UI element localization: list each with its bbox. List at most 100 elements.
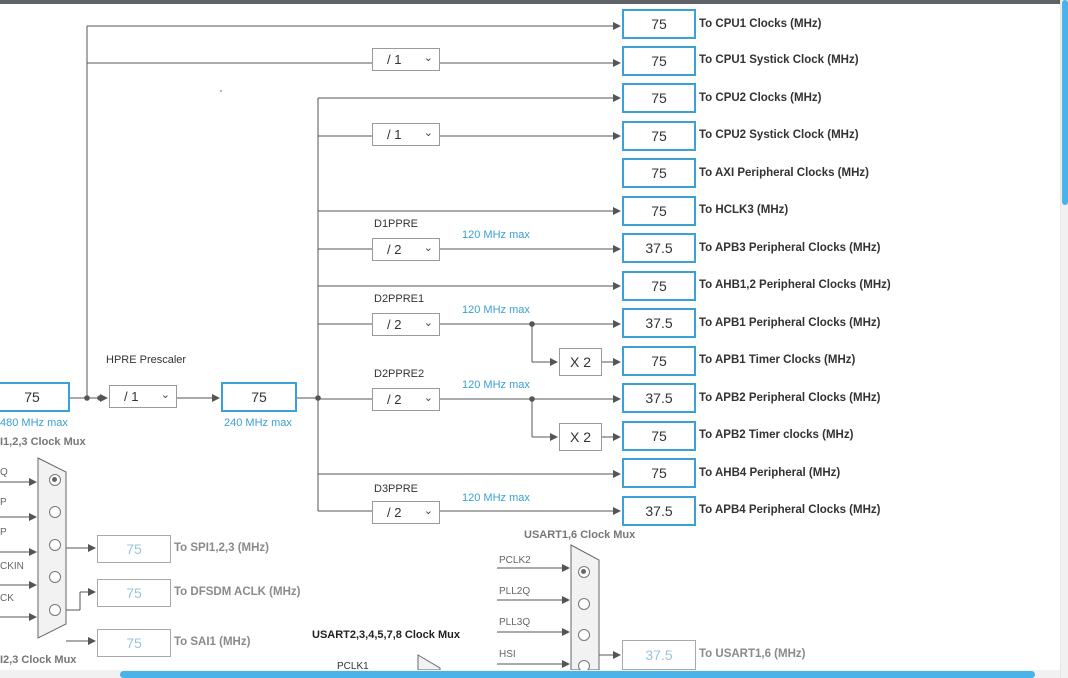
junction-dot [529,396,535,402]
spi-mux-input-2: P [0,527,7,538]
usart16-mux-radio-1[interactable] [578,598,590,610]
usart2-clock-mux-shape [417,654,441,670]
hpre-divider[interactable]: / 1 ⌄ [109,385,177,408]
sai-mux-title: I2,3 Clock Mux [0,654,77,666]
usart16-mux-title: USART1,6 Clock Mux [524,529,636,541]
ahb12-peripheral-value[interactable]: 75 [622,271,696,301]
cpu2-systick-label: To CPU2 Systick Clock (MHz) [699,129,859,141]
hclk-value[interactable]: 75 [221,382,297,412]
spi-mux-radio-0[interactable] [49,474,61,486]
spi123-clock-value[interactable]: 75 [97,535,171,563]
apb1-max-label: 120 MHz max [462,304,530,316]
sai1-clock-label: To SAI1 (MHz) [174,636,251,648]
d3ppre-divider[interactable]: / 2 ⌄ [372,501,440,524]
vertical-scrollbar-thumb[interactable] [1062,0,1068,205]
dfsdm-aclk-label: To DFSDM ACLK (MHz) [174,586,301,598]
spi-mux-radio-2[interactable] [49,539,61,551]
axi-peripheral-value[interactable]: 75 [622,158,696,188]
chevron-down-icon: ⌄ [423,505,433,517]
spi-mux-radio-4[interactable] [49,604,61,616]
d2ppre2-label: D2PPRE2 [374,368,425,380]
apb3-peripheral-value[interactable]: 37.5 [622,233,696,263]
spi-mux-input-1: P [0,497,7,508]
spi-mux-title: I1,2,3 Clock Mux [0,436,86,448]
divider-value: / 1 [387,127,402,142]
apb1-timer-label: To APB1 Timer Clocks (MHz) [699,354,856,366]
apb2-peripheral-label: To APB2 Peripheral Clocks (MHz) [699,392,881,404]
usart16-mux-input-2: PLL3Q [499,617,531,628]
chevron-down-icon: ⌄ [160,389,170,401]
horizontal-scrollbar-thumb[interactable] [120,671,1035,678]
usart16-mux-input-3: HSI [499,649,516,660]
cpu2-clock-label: To CPU2 Clocks (MHz) [699,92,822,104]
apb4-max-label: 120 MHz max [462,492,530,504]
junction-dot [529,321,535,327]
hclk3-value[interactable]: 75 [622,196,696,226]
usart2-mux-input-0: PCLK1 [337,661,369,672]
spi-mux-input-0: Q [0,467,8,478]
ahb4-peripheral-value[interactable]: 75 [622,458,696,488]
usart16-clock-value[interactable]: 37.5 [622,640,696,670]
usart16-mux-radio-2[interactable] [578,629,590,641]
junction-dot [97,395,103,401]
stray-dot [220,90,222,92]
cpu1-systick-label: To CPU1 Systick Clock (MHz) [699,54,859,66]
usart2-mux-title: USART2,3,4,5,7,8 Clock Mux [312,629,460,641]
divider-value: / 2 [387,317,402,332]
cpu1-systick-value[interactable]: 75 [622,46,696,76]
hpre-label: HPRE Prescaler [106,354,187,366]
d2ppre2-divider[interactable]: / 2 ⌄ [372,388,440,411]
apb3-peripheral-label: To APB3 Peripheral Clocks (MHz) [699,242,881,254]
spi-mux-input-4: CK [0,593,14,604]
apb2-peripheral-value[interactable]: 37.5 [622,383,696,413]
apb1-timer-multiplier: X 2 [559,348,602,376]
junction-dot [84,395,90,401]
sai1-clock-value[interactable]: 75 [97,629,171,657]
apb1-timer-value[interactable]: 75 [622,346,696,376]
top-border [0,0,1060,4]
spi-mux-input-3: CKIN [0,561,24,572]
cpu2-systick-value[interactable]: 75 [622,121,696,151]
apb2-timer-label: To APB2 Timer clocks (MHz) [699,429,854,441]
usart16-clock-label: To USART1,6 (MHz) [699,648,806,660]
hclk-max-label: 240 MHz max [224,417,292,429]
cpu1-clock-label: To CPU1 Clocks (MHz) [699,18,822,30]
usart16-mux-input-1: PLL2Q [499,586,531,597]
d2ppre1-label: D2PPRE1 [374,293,425,305]
cpu2-clock-value[interactable]: 75 [622,83,696,113]
ahb4-peripheral-label: To AHB4 Peripheral (MHz) [699,467,841,479]
chevron-down-icon: ⌄ [423,392,433,404]
spi123-clock-label: To SPI1,2,3 (MHz) [174,542,269,554]
apb2-max-label: 120 MHz max [462,379,530,391]
apb1-peripheral-value[interactable]: 37.5 [622,308,696,338]
apb2-timer-multiplier: X 2 [559,423,602,451]
d1ppre-divider[interactable]: / 2 ⌄ [372,238,440,261]
divider-value: / 1 [124,389,139,404]
divider-value: / 2 [387,505,402,520]
divider-value: / 1 [387,52,402,67]
spi-mux-radio-1[interactable] [49,506,61,518]
apb4-peripheral-label: To APB4 Peripheral Clocks (MHz) [699,504,881,516]
chevron-down-icon: ⌄ [423,127,433,139]
divider-value: / 2 [387,392,402,407]
d1ppre-label: D1PPRE [374,218,419,230]
apb2-timer-value[interactable]: 75 [622,421,696,451]
cpu1-systick-divider[interactable]: / 1 ⌄ [372,48,440,71]
apb3-max-label: 120 MHz max [462,229,530,241]
apb4-peripheral-value[interactable]: 37.5 [622,496,696,526]
spi-mux-radio-3[interactable] [49,571,61,583]
sysclk-value[interactable]: 75 [0,382,70,412]
vertical-scrollbar-track[interactable] [1060,0,1068,678]
sysclk-max-label: 480 MHz max [0,417,68,429]
d2ppre1-divider[interactable]: / 2 ⌄ [372,313,440,336]
chevron-down-icon: ⌄ [423,317,433,329]
chevron-down-icon: ⌄ [423,52,433,64]
dfsdm-aclk-value[interactable]: 75 [97,579,171,607]
usart16-mux-radio-0[interactable] [578,566,590,578]
cpu2-systick-divider[interactable]: / 1 ⌄ [372,123,440,146]
cpu1-clock-value[interactable]: 75 [622,9,696,39]
divider-value: / 2 [387,242,402,257]
ahb12-peripheral-label: To AHB1,2 Peripheral Clocks (MHz) [699,279,891,291]
junction-dot [315,395,321,401]
